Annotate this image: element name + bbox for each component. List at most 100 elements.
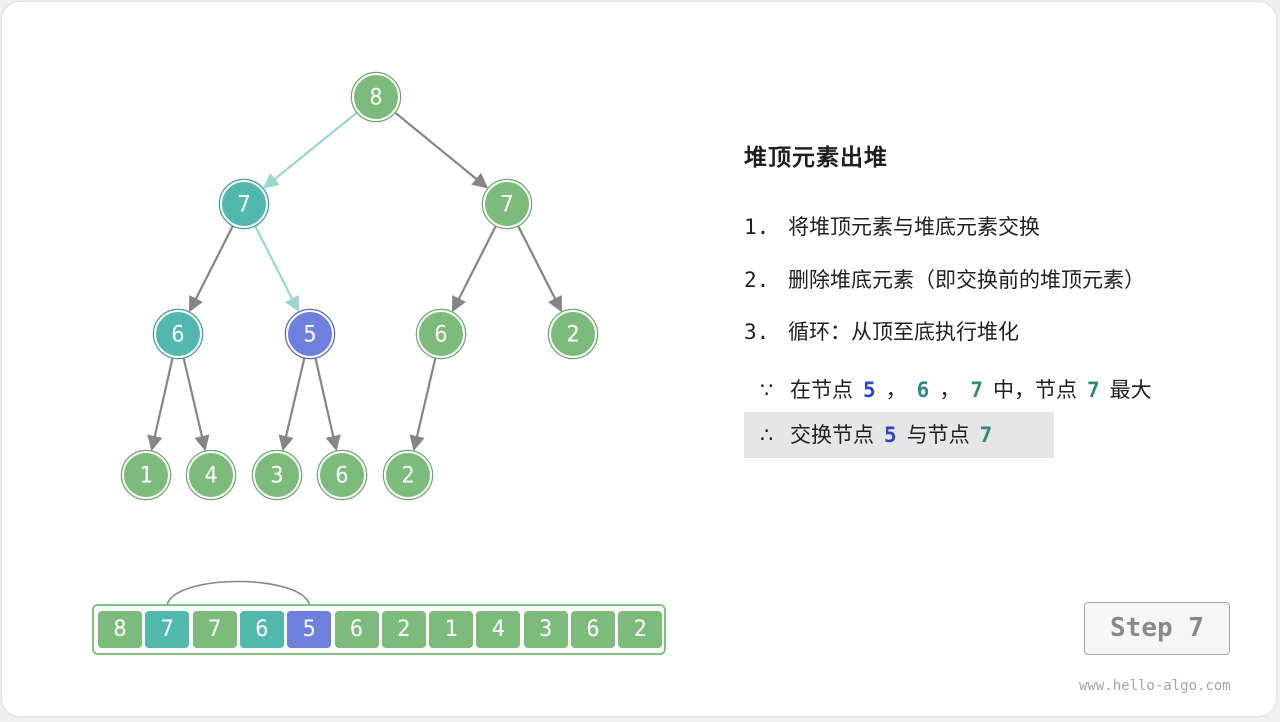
step-button[interactable]: Step 7 (1084, 602, 1230, 655)
because-node-6: 6 (916, 378, 930, 402)
tree-node-circle (154, 310, 202, 358)
tree-node-value: 5 (303, 323, 316, 348)
array-cell: 5 (287, 611, 332, 648)
tree-node-value: 2 (566, 323, 579, 348)
tree-node-n2: 7 (481, 178, 533, 230)
tree-node-value: 6 (335, 464, 348, 489)
tree-edge-n3-n8 (182, 358, 210, 452)
site-watermark: www.hello-algo.com (1079, 678, 1231, 694)
tree-node-n5: 6 (415, 308, 467, 360)
tree-node-value: 6 (434, 323, 447, 348)
tree-node-circle (417, 310, 465, 358)
because-node-5: 5 (863, 378, 876, 402)
array-cell: 7 (192, 611, 237, 648)
tree-node-circle (187, 451, 235, 499)
tree-node-ring (481, 178, 533, 230)
array-cell: 6 (571, 611, 615, 648)
tree-edge-n4-n10 (314, 358, 341, 452)
tree-node-circle (384, 451, 432, 499)
tree-node-value: 1 (139, 464, 152, 489)
step-item: 3. 循环：从顶至底执行堆化 (744, 317, 1019, 347)
tree-node-circle (220, 180, 268, 228)
array-cell: 2 (381, 611, 426, 648)
tree-edge-n1-n3 (188, 225, 234, 313)
step-text: 将堆顶元素与堆底元素交换 (788, 215, 1040, 239)
array-cell: 8 (98, 611, 142, 648)
tree-node-n8: 4 (185, 449, 237, 501)
tree-node-value: 8 (369, 86, 382, 111)
tree-node-n4: 5 (284, 308, 336, 360)
step-item: 2. 删除堆底元素（即交换前的堆顶元素） (744, 265, 1145, 295)
tree-node-value: 2 (401, 464, 414, 489)
because-suffix: 最大 (1109, 378, 1152, 402)
tree-edge-n1-n4 (254, 225, 300, 313)
array-cell: 2 (618, 611, 663, 648)
because-node-max: 7 (1086, 378, 1100, 402)
because-line: ∵ 在节点 5 ， 6 ， 7 中，节点 7 最大 (744, 367, 1204, 413)
tree-node-circle (483, 180, 531, 228)
tree-node-circle (318, 451, 366, 499)
tree-edge-n4-n9 (278, 358, 306, 452)
because-prefix: 在节点 (790, 378, 853, 402)
tree-node-value: 7 (500, 193, 513, 218)
panel-title: 堆顶元素出堆 (744, 145, 888, 171)
because-sep: ， (885, 378, 907, 402)
tree-node-circle (352, 73, 400, 121)
tree-edge-n2-n6 (517, 225, 563, 313)
array-cell: 4 (476, 611, 521, 648)
tree-node-n11: 2 (382, 449, 434, 501)
step-text: 循环：从顶至底执行堆化 (788, 320, 1019, 344)
tree-node-ring (120, 449, 172, 501)
step-number: 3. (744, 320, 770, 344)
tree-node-ring (251, 449, 303, 501)
therefore-prefix: 交换节点 (790, 423, 874, 447)
array-cell: 6 (334, 611, 379, 648)
tree-node-ring (547, 308, 599, 360)
tree-node-ring (152, 308, 204, 360)
tree-node-ring (284, 308, 336, 360)
therefore-node-5: 5 (884, 423, 897, 447)
because-sep: ， (939, 378, 961, 402)
tree-node-circle (253, 451, 301, 499)
tree-node-n0: 8 (350, 71, 402, 123)
tree-edge-n3-n7 (147, 358, 174, 452)
because-node-7: 7 (970, 378, 983, 402)
array-cell: 6 (239, 611, 284, 648)
tree-node-n10: 6 (316, 449, 368, 501)
array-cell: 3 (523, 611, 568, 648)
tree-node-n7: 1 (120, 449, 172, 501)
tree-edge-n0-n2 (394, 111, 489, 189)
tree-node-n6: 2 (547, 308, 599, 360)
tree-node-ring (382, 449, 434, 501)
tree-node-ring (218, 178, 270, 230)
because-mid: 中，节点 (992, 378, 1077, 402)
tree-node-circle (286, 310, 334, 358)
tree-nodes: 8 7 7 6 5 6 2 1 4 3 6 2 (120, 71, 599, 501)
tree-node-n1: 7 (218, 178, 270, 230)
array-cell: 7 (145, 611, 190, 648)
tree-node-n9: 3 (251, 449, 303, 501)
therefore-symbol: ∴ (760, 423, 774, 447)
step-number: 1. (744, 215, 770, 239)
tree-node-circle (549, 310, 597, 358)
tree-edge-n5-n11 (409, 358, 437, 452)
tree-node-ring (350, 71, 402, 123)
tree-node-ring (185, 449, 237, 501)
step-number: 2. (744, 268, 770, 292)
therefore-node-7: 7 (979, 423, 993, 447)
tree-node-n3: 6 (152, 308, 204, 360)
step-item: 1. 将堆顶元素与堆底元素交换 (744, 212, 1040, 242)
tree-node-value: 4 (204, 464, 217, 489)
because-symbol: ∵ (760, 378, 774, 402)
step-text: 删除堆底元素（即交换前的堆顶元素） (788, 268, 1145, 292)
tree-node-value: 3 (270, 464, 283, 489)
swap-arc (166, 580, 310, 605)
tree-edges (147, 111, 563, 452)
tree-edge-n2-n5 (451, 225, 497, 313)
tree-node-value: 6 (171, 323, 184, 348)
tree-edge-n0-n1 (263, 111, 358, 189)
tree-node-value: 7 (237, 193, 250, 218)
